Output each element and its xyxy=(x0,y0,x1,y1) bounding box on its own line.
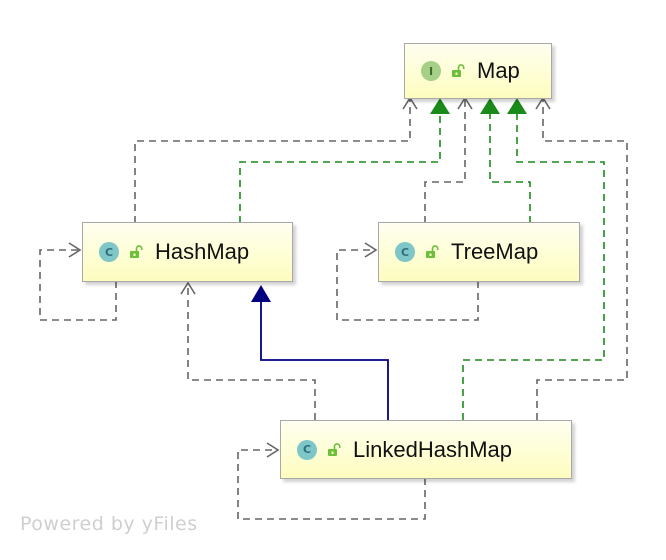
class-badge-icon: C xyxy=(297,439,317,460)
node-label: TreeMap xyxy=(451,239,539,264)
node-hashmap[interactable]: C HashMap xyxy=(82,222,293,282)
node-treemap[interactable]: C TreeMap xyxy=(378,222,580,282)
class-badge-icon: C xyxy=(99,242,119,262)
edge-hashmap-implements-map xyxy=(239,98,450,223)
unlocked-padlock-icon xyxy=(328,442,341,456)
edge-linkedhashmap-self-dependency xyxy=(237,442,426,520)
node-label: LinkedHashMap xyxy=(353,436,512,462)
unlocked-padlock-icon xyxy=(426,245,439,258)
edge-treemap-self-dependency xyxy=(336,242,479,321)
edge-treemap-depends-map xyxy=(424,96,473,223)
node-label: HashMap xyxy=(155,239,250,264)
edge-linkedhashmap-implements-map xyxy=(462,98,605,420)
edge-hashmap-depends-map xyxy=(134,96,418,223)
edge-hashmap-self-dependency xyxy=(39,242,117,321)
node-map[interactable]: I Map xyxy=(404,43,552,99)
unlocked-padlock-icon xyxy=(452,64,465,77)
watermark-text: Powered by yFiles xyxy=(20,513,198,535)
edge-treemap-implements-map xyxy=(480,98,531,223)
node-linkedhashmap[interactable]: C LinkedHashMap xyxy=(280,420,572,479)
class-badge-icon: C xyxy=(395,242,415,262)
edge-linkedhashmap-depends-hashmap xyxy=(180,281,316,420)
unlocked-padlock-icon xyxy=(130,245,143,258)
edge-linkedhashmap-extends-hashmap xyxy=(251,285,389,420)
interface-badge-icon: I xyxy=(421,61,441,81)
node-label: Map xyxy=(477,58,520,83)
